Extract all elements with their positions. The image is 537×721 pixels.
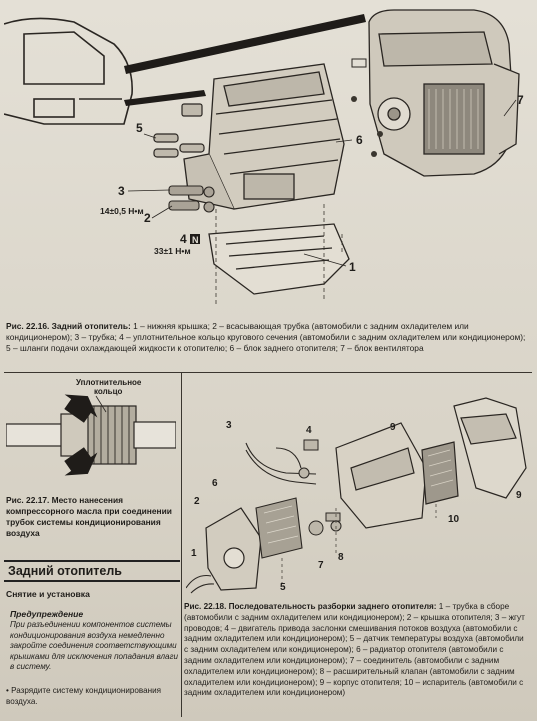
callout-fig3-5: 5 [280, 582, 286, 593]
callout-1: 1 [349, 260, 356, 274]
figure1-callouts: 1 2 3 4 5 6 7 [118, 93, 524, 274]
arrow-top [64, 394, 98, 423]
callout-fig3-4: 4 [306, 425, 312, 436]
torque-label-top: 14±0,5 Н•м [100, 206, 144, 216]
heater-housing-right [453, 397, 527, 499]
figure3-caption-title: Рис. 22.18. Последовательность разборки … [184, 602, 437, 611]
warning-title: Предупреждение [10, 609, 84, 619]
figure1-caption: Рис. 22.16. Задний отопитель: 1 – нижняя… [6, 321, 530, 355]
figure-rear-heater-assembly: 1 2 3 4 5 6 7 14±0,5 Н•м 33±1 Н•м N [4, 9, 524, 304]
small-parts [298, 439, 342, 536]
callout-fig3-9b: 9 [516, 490, 522, 501]
lower-cover [208, 223, 350, 295]
step-bullet: • Разрядите систему кондиционирования во… [6, 686, 162, 706]
callout-leaders [127, 99, 517, 267]
figure1-caption-title: Рис. 22.16. Задний отопитель: [6, 321, 131, 331]
coolant-hoses [153, 103, 205, 158]
callout-3: 3 [118, 184, 125, 198]
callout-4: 4 [180, 232, 187, 246]
figure-heater-disassembly: 1 2 3 4 5 6 7 8 9 9 10 [186, 397, 527, 594]
heater-housing-center [335, 422, 427, 529]
evaporator [421, 441, 459, 505]
leader-bar-upper [124, 14, 366, 74]
heater-core [255, 497, 303, 559]
callout-fig3-8: 8 [338, 552, 344, 563]
label-leader [95, 395, 107, 413]
figure1-caption-body: 1 – нижняя крышка; 2 – всасывающая трубк… [6, 321, 526, 354]
callout-5: 5 [136, 121, 143, 135]
callout-6: 6 [356, 133, 363, 147]
leader-bar-lower [124, 90, 206, 106]
blower-unit [368, 9, 520, 177]
figure-ac-pipe-joint: Уплотнительное кольцо [6, 378, 176, 476]
callout-fig3-2: 2 [194, 496, 200, 507]
arrow-bottom [64, 447, 98, 476]
figure2-caption: Рис. 22.17. Место нанесения компрессорно… [6, 495, 172, 538]
pipe-joint [6, 405, 176, 465]
box-letter-bg [190, 234, 200, 244]
heater-cover [205, 507, 262, 591]
dashed-guides-fig3 [281, 504, 437, 583]
callout-fig3-7: 7 [318, 560, 324, 571]
o-ring-label-2: кольцо [94, 387, 123, 396]
torque-label-bottom: 33±1 Н•м [154, 246, 191, 256]
figure3-caption: Рис. 22.18. Последовательность разборки … [184, 602, 530, 699]
divider-horizontal [4, 372, 532, 373]
callout-fig3-6: 6 [212, 478, 218, 489]
section-title: Задний отопитель [4, 560, 180, 582]
callout-2: 2 [144, 211, 151, 225]
dashed-guides [215, 204, 343, 304]
callout-fig3-3: 3 [226, 420, 232, 431]
callout-fig3-9a: 9 [390, 422, 396, 433]
callout-7: 7 [517, 93, 524, 107]
o-ring-label-1: Уплотнительное [76, 378, 142, 387]
figure3-callouts: 1 2 3 4 5 6 7 8 9 9 10 [191, 420, 522, 593]
pipe-and-harness [186, 442, 317, 594]
vehicle-rear-outline [4, 17, 133, 125]
pipe-fittings [168, 185, 215, 213]
warning-text: При разъединении компонентов системы кон… [10, 620, 179, 672]
box-letter: N [192, 235, 199, 245]
callout-fig3-1: 1 [191, 548, 197, 559]
screw-small [351, 58, 383, 157]
heater-box [183, 63, 345, 210]
callout-fig3-10: 10 [448, 514, 460, 525]
divider-vertical [181, 372, 182, 717]
figure3-caption-body: 1 – трубка в сборе (автомобили с задним … [184, 602, 525, 698]
section-subtitle: Снятие и установка [6, 589, 90, 599]
